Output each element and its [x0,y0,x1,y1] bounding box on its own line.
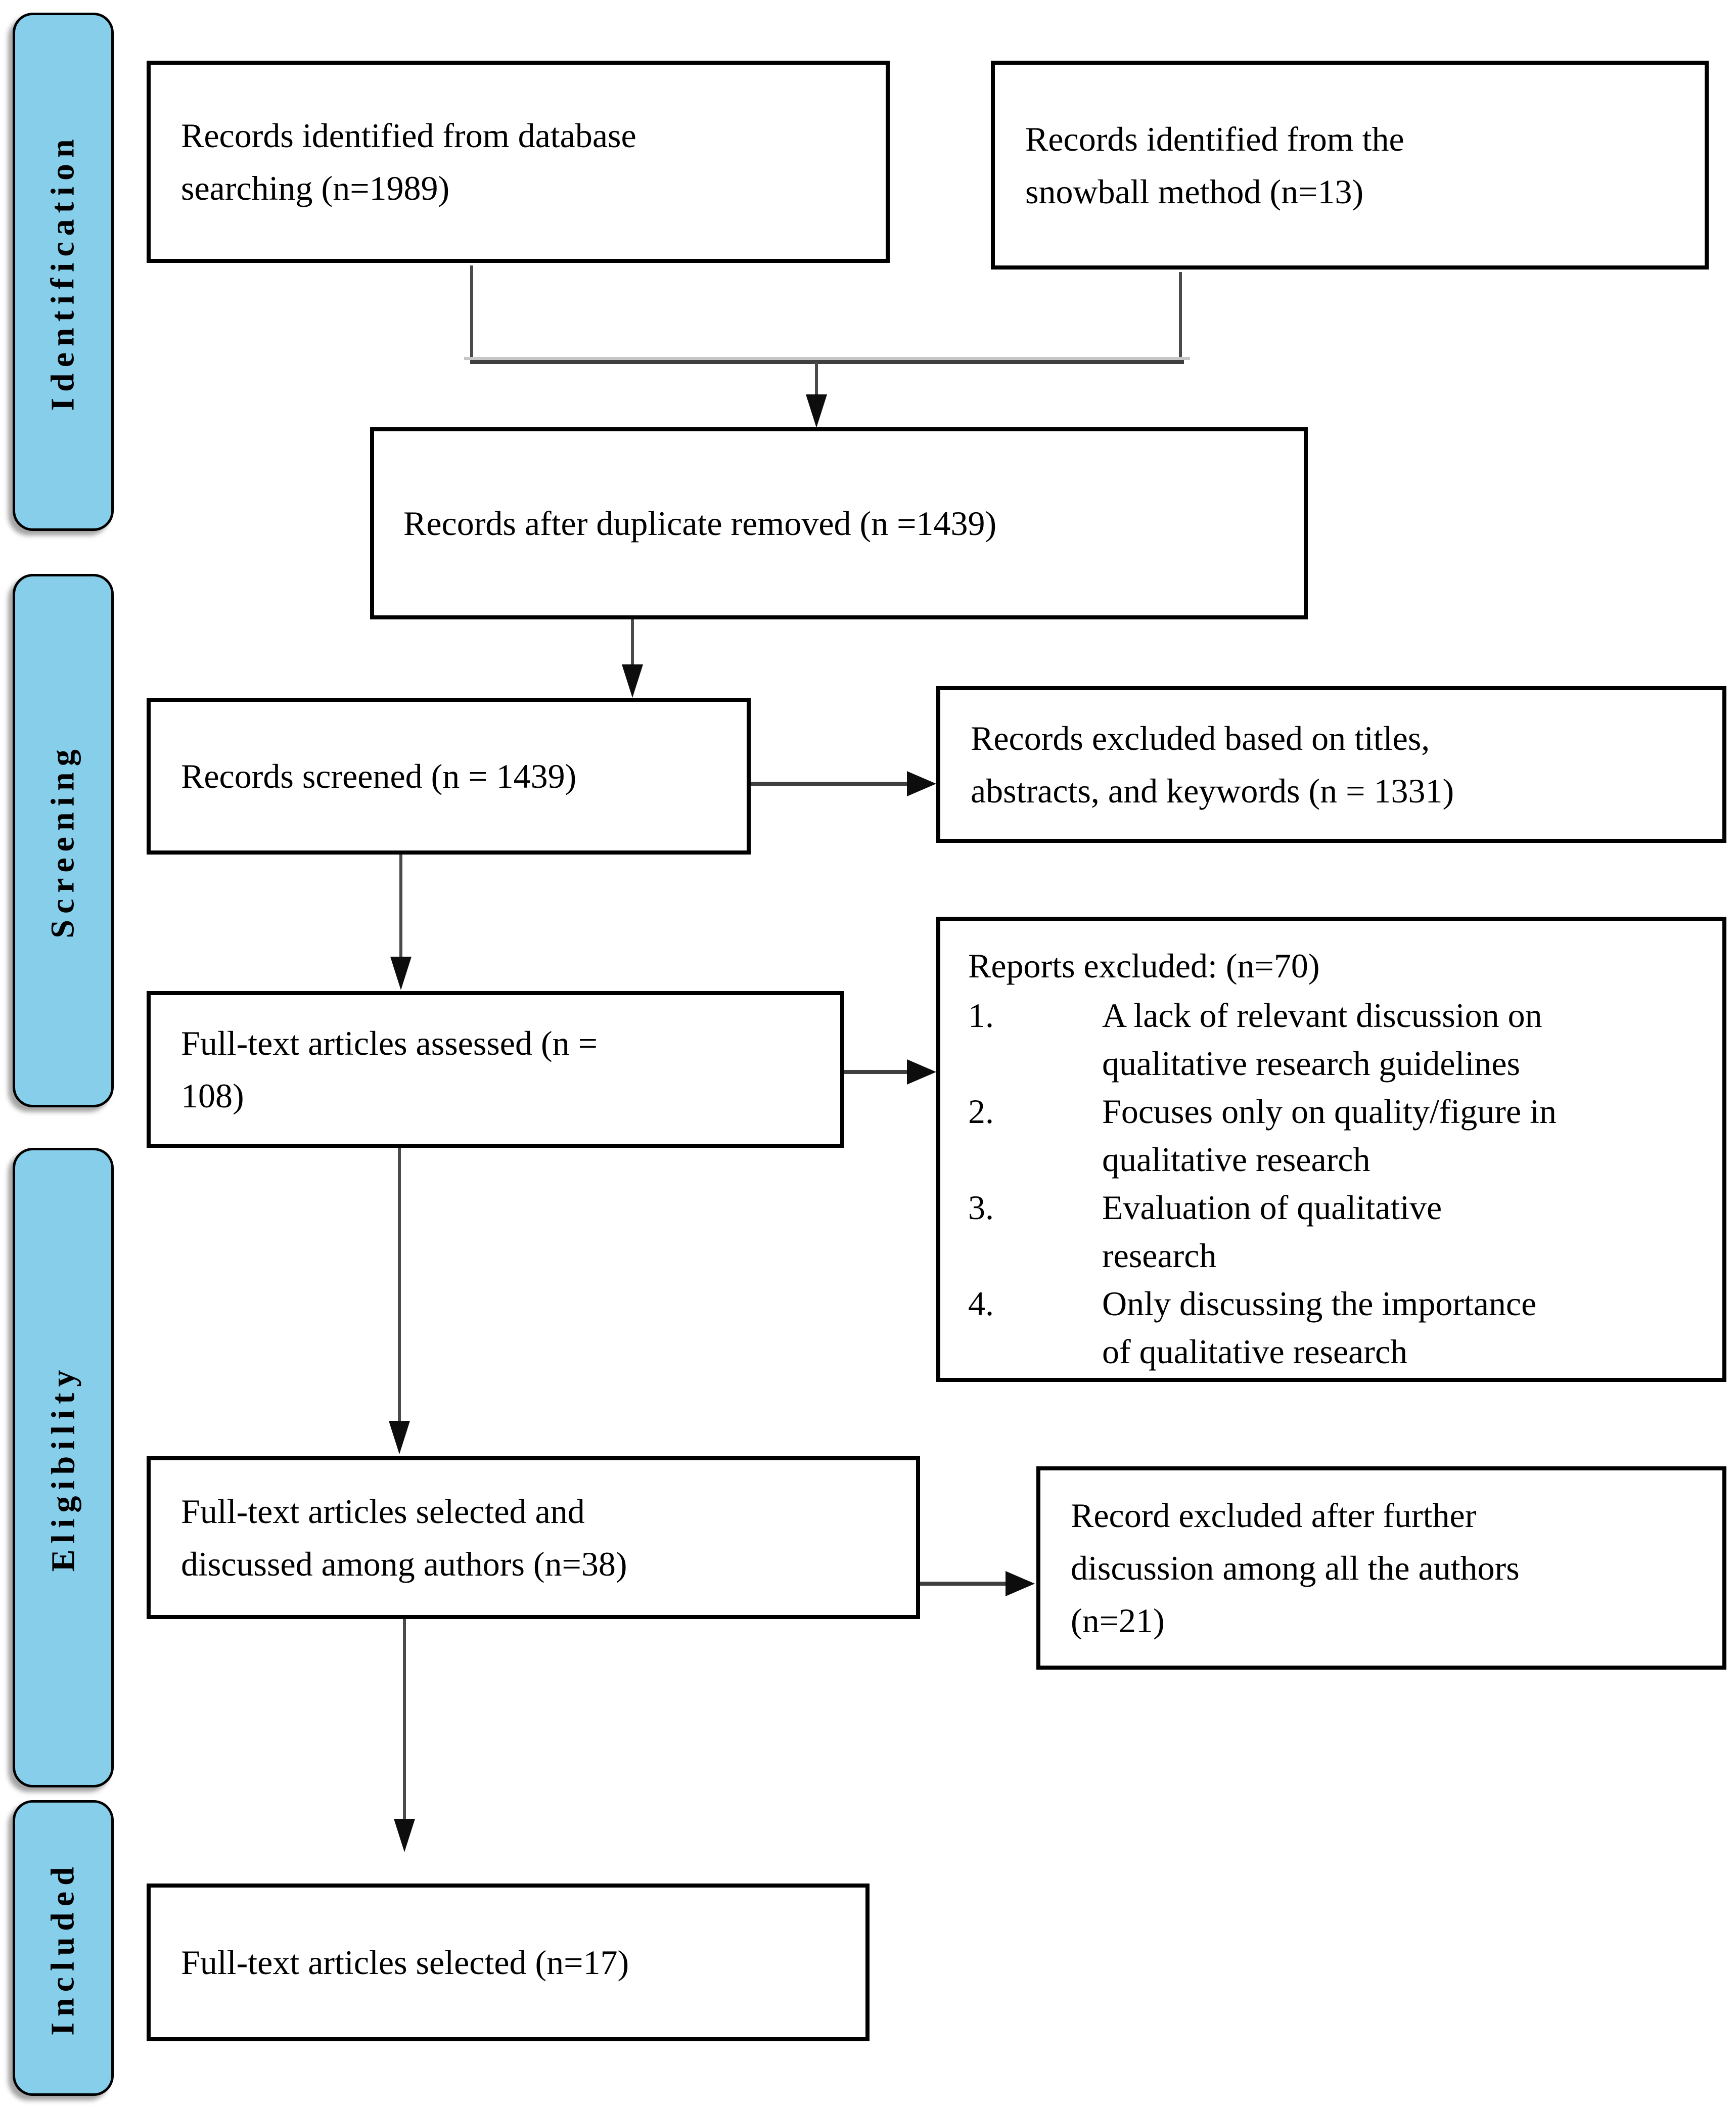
box-records-after-duplicates: Records after duplicate removed (n =1439… [370,427,1308,619]
item-text: Only discussing the importance of qualit… [1102,1284,1537,1371]
box-fulltext-selected: Full-text articles selected (n=17) [147,1884,870,2041]
connector-assessed-to-discussed [398,1148,401,1423]
connector-merge-horizontal [470,360,1184,364]
item-number: 3. [968,1188,994,1227]
box-record-excluded-authors: Record excluded after further discussion… [1036,1466,1726,1670]
connector-assessed-to-reports-excluded [844,1070,909,1074]
box-records-after-duplicates-text: Records after duplicate removed (n =1439… [403,504,997,543]
stage-bar-eligibility: Eligibility [13,1148,114,1787]
connector-snowball-down [1179,272,1182,363]
stage-label-screening: Screening [44,743,82,938]
box-reports-excluded-list: Reports excluded: (n=70) 1. A lack of re… [936,917,1726,1382]
arrowhead-into-screened [622,664,643,698]
item-text: Focuses only on quality/figure in qualit… [1102,1092,1557,1179]
item-number: 1. [968,996,994,1035]
box-records-database-search: Records identified from database searchi… [147,61,890,263]
reports-excluded-item-4: 4. Only discussing the importance of qua… [968,1280,1695,1376]
arrowhead-into-assessed [390,957,412,990]
box-records-screened: Records screened (n = 1439) [147,698,751,855]
stage-bar-identification: Identification [13,13,114,531]
box-records-screened-text: Records screened (n = 1439) [181,757,577,795]
stage-bar-included: Included [13,1800,114,2096]
connector-screened-to-assessed [399,855,402,960]
item-text: Evaluation of qualitative research [1102,1188,1442,1275]
arrowhead-into-discussed [389,1421,410,1454]
stage-label-included: Included [44,1860,81,2036]
box-records-database-search-text: Records identified from database searchi… [181,116,636,207]
connector-discussed-to-selected [403,1619,406,1820]
box-fulltext-discussed: Full-text articles selected and discusse… [147,1456,920,1619]
connector-discussed-to-record-excluded [920,1582,1007,1586]
box-fulltext-assessed-text: Full-text articles assessed (n = 108) [181,1024,598,1115]
stage-label-eligibility: Eligibility [44,1364,82,1572]
box-records-excluded-titles-text: Records excluded based on titles, abstra… [971,719,1454,810]
arrowhead-into-record-excluded [1006,1571,1035,1596]
box-fulltext-assessed: Full-text articles assessed (n = 108) [147,991,844,1148]
connector-merge-highlight [464,357,1190,360]
box-records-snowball: Records identified from the snowball met… [991,61,1709,270]
box-records-excluded-titles: Records excluded based on titles, abstra… [936,686,1726,843]
box-fulltext-selected-text: Full-text articles selected (n=17) [181,1943,629,1982]
connector-screened-to-excluded [751,782,910,786]
arrowhead-into-reports-excluded [907,1059,936,1085]
item-text: A lack of relevant discussion on qualita… [1102,996,1542,1083]
reports-excluded-item-1: 1. A lack of relevant discussion on qual… [968,992,1695,1088]
reports-excluded-item-2: 2. Focuses only on quality/figure in qua… [968,1088,1695,1184]
connector-dedup-to-screened [631,619,634,667]
reports-excluded-title: Reports excluded: (n=70) [968,947,1320,985]
arrowhead-into-excluded-screening [907,771,936,796]
item-number: 4. [968,1284,994,1323]
connector-merge-drop [815,362,818,397]
arrowhead-into-selected [394,1819,415,1852]
stage-bar-screening: Screening [13,574,114,1107]
reports-excluded-item-3: 3. Evaluation of qualitative research [968,1184,1695,1280]
item-number: 2. [968,1092,994,1131]
arrowhead-into-dedup [806,394,827,428]
box-records-snowball-text: Records identified from the snowball met… [1025,119,1404,211]
box-fulltext-discussed-text: Full-text articles selected and discusse… [181,1492,627,1583]
stage-label-identification: Identification [44,132,81,411]
box-record-excluded-authors-text: Record excluded after further discussion… [1071,1496,1520,1640]
connector-database-down [470,265,473,363]
